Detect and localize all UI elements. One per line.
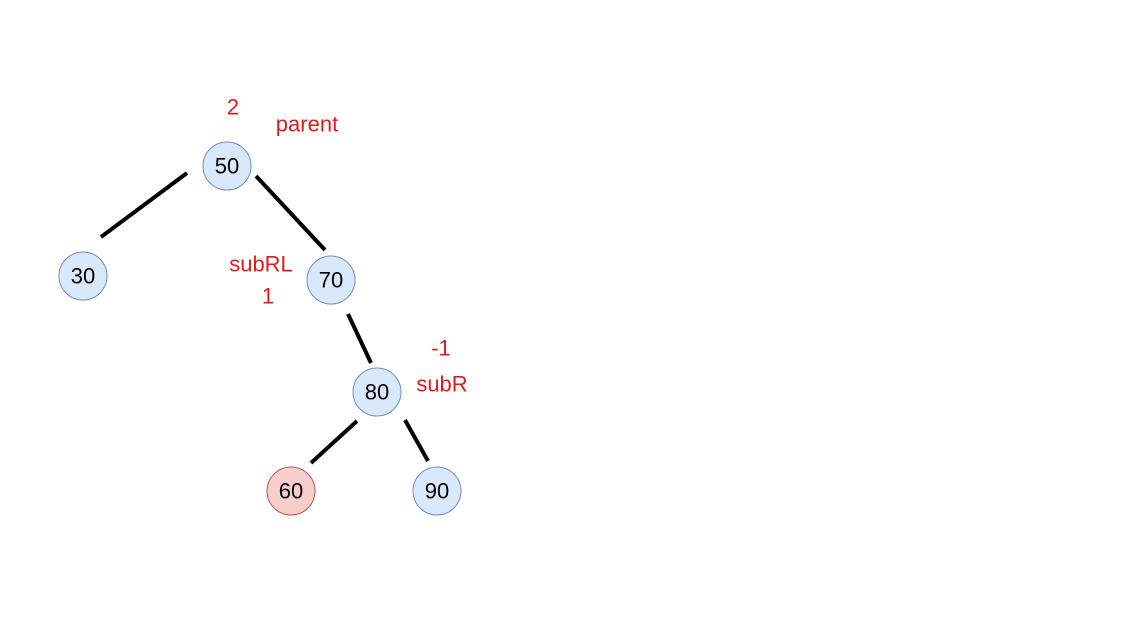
node-value: 30 [71,264,95,289]
node-value: 80 [365,380,389,405]
node-circle [266,466,316,516]
node-value: 50 [215,154,239,179]
subR-balance-factor: -1 [431,336,451,361]
parent-label: parent [276,112,338,137]
node-value: 60 [279,479,303,504]
tree-node-70: 70 [306,255,356,305]
edge-50-30 [99,171,189,239]
parent-balance-factor: 2 [227,95,239,120]
node-value: 70 [319,268,343,293]
node-circle [202,141,252,191]
subRL-balance-factor: 1 [262,284,274,309]
edge-80-60 [309,419,359,465]
node-circle [352,367,402,417]
edge-50-70 [254,174,327,252]
tree-node-60: 60 [266,466,316,516]
subR-label: subR [416,372,467,397]
annotations: 2 parent subRL 1 -1 subR [227,95,468,397]
subRL-label: subRL [229,252,293,277]
node-circle [58,251,108,301]
node-circle [412,466,462,516]
edge-80-90 [403,419,430,462]
node-value: 90 [425,479,449,504]
tree-edges [99,171,430,465]
tree-node-50: 50 [202,141,252,191]
tree-node-80: 80 [352,367,402,417]
edge-70-80 [346,313,373,364]
tree-node-30: 30 [58,251,108,301]
node-circle [306,255,356,305]
tree-node-90: 90 [412,466,462,516]
